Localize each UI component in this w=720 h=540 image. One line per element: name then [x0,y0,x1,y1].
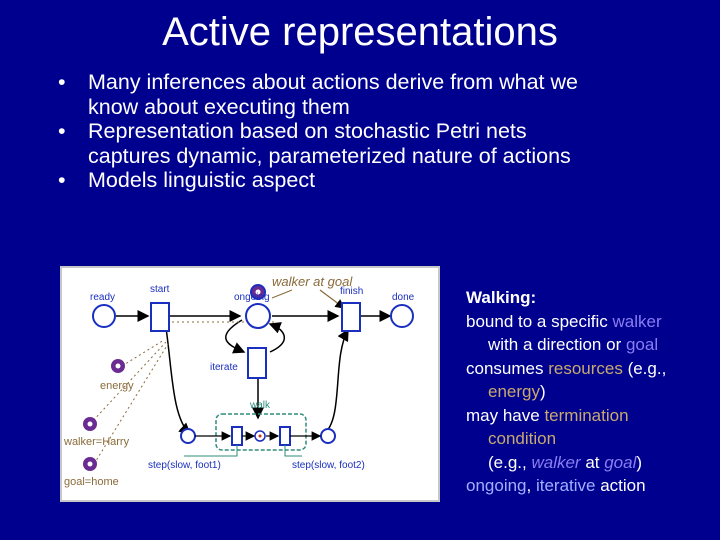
petri-net-graphic [83,284,414,471]
label-ongoing: ongoing [234,292,270,303]
petri-net-diagram: walker at goal ready start ongoing finis… [60,266,440,502]
side-line: condition [466,427,706,451]
token-dot [87,461,93,467]
bullet-marker: • [58,119,66,143]
goal-link [271,289,293,299]
bullet-marker: • [58,168,66,192]
side-text: action [595,476,646,495]
place-ongoing [245,303,271,329]
side-text-condition: condition [488,429,557,448]
side-text-ongoing: ongoing [466,476,527,495]
side-text-goal: goal [604,452,637,472]
label-walker-harry: walker=Harry [64,436,130,448]
token-dot [258,434,262,438]
place-walk-in [180,428,196,444]
step-link [284,445,302,457]
side-text-walker: walker [531,452,581,472]
side-text-resources: resources [548,358,623,378]
goal-arrow [319,289,345,309]
side-text: ) [539,382,546,401]
side-text-walker: walker [612,311,662,331]
transition-step1 [231,426,243,446]
place-ready [92,304,116,328]
side-text: , [526,476,536,495]
bullet-item: • Representation based on stochastic Pet… [58,119,698,168]
label-done: done [392,292,415,303]
side-text-iterative: iterative [535,476,596,495]
label-start: start [150,284,170,295]
label-goal-home: goal=home [64,476,119,488]
side-text-goal: goal [625,335,659,354]
side-line: energy) [466,380,706,404]
bullet-line: captures dynamic, parameterized nature o… [88,143,571,168]
slide-title: Active representations [162,10,558,54]
side-text: may have [466,405,545,425]
bullet-line: Many inferences about actions derive fro… [88,70,578,94]
token-dot [255,289,261,295]
bullet-line: Representation based on stochastic Petri… [88,119,527,143]
label-step2: step(slow, foot2) [292,460,365,471]
token-dot [115,363,121,369]
side-text-termination: termination [544,405,629,425]
side-text: ) [636,452,643,472]
label-ready: ready [90,292,116,303]
label-energy: energy [100,380,134,392]
walking-description: Walking: bound to a specific walker with… [466,286,706,498]
transition-start [150,302,170,332]
dotted-link [89,341,167,425]
side-text: at [580,452,605,472]
place-done [390,304,414,328]
walk-subnet-box [215,413,307,451]
bullet-marker: • [58,70,66,94]
side-text: (e.g., [488,452,532,472]
bullet-item: • Many inferences about actions derive f… [58,70,698,119]
arc-walk-finish [323,328,349,435]
bullet-list: • Many inferences about actions derive f… [58,70,698,193]
label-step1: step(slow, foot1) [148,460,221,471]
side-line: ongoing, iterative action [466,474,706,498]
side-line: (e.g., walker at goal) [466,451,706,475]
side-text-energy: energy [488,382,540,401]
side-text: (e.g., [622,358,667,378]
transition-finish [341,302,361,332]
dotted-link [93,343,169,465]
token-dot [87,421,93,427]
side-text: with a direction or [488,335,626,354]
label-finish: finish [340,286,364,297]
side-line: consumes resources (e.g., [466,357,706,381]
label-walker-at-goal: walker at goal [272,274,353,289]
step-link [184,445,238,457]
transition-step2 [279,426,291,446]
place-walk-out [320,428,336,444]
dotted-link [121,339,165,367]
label-iterate: iterate [210,362,238,373]
side-text: bound to a specific [466,311,613,331]
side-line: may have termination [466,404,706,428]
arc-ongoing-iterate [225,319,246,354]
side-heading: Walking: [466,288,537,307]
bullet-line: know about executing them [88,94,350,119]
side-text: consumes [466,358,549,378]
bullet-line: Models linguistic aspect [88,168,316,192]
arc-iterate-ongoing [268,322,285,353]
arc-start-walk [165,327,192,435]
transition-iterate [247,347,267,379]
side-line: with a direction or goal [466,333,706,357]
side-line: bound to a specific walker [466,310,706,334]
bullet-item: • Models linguistic aspect [58,168,698,193]
label-walk: walk [250,400,271,411]
